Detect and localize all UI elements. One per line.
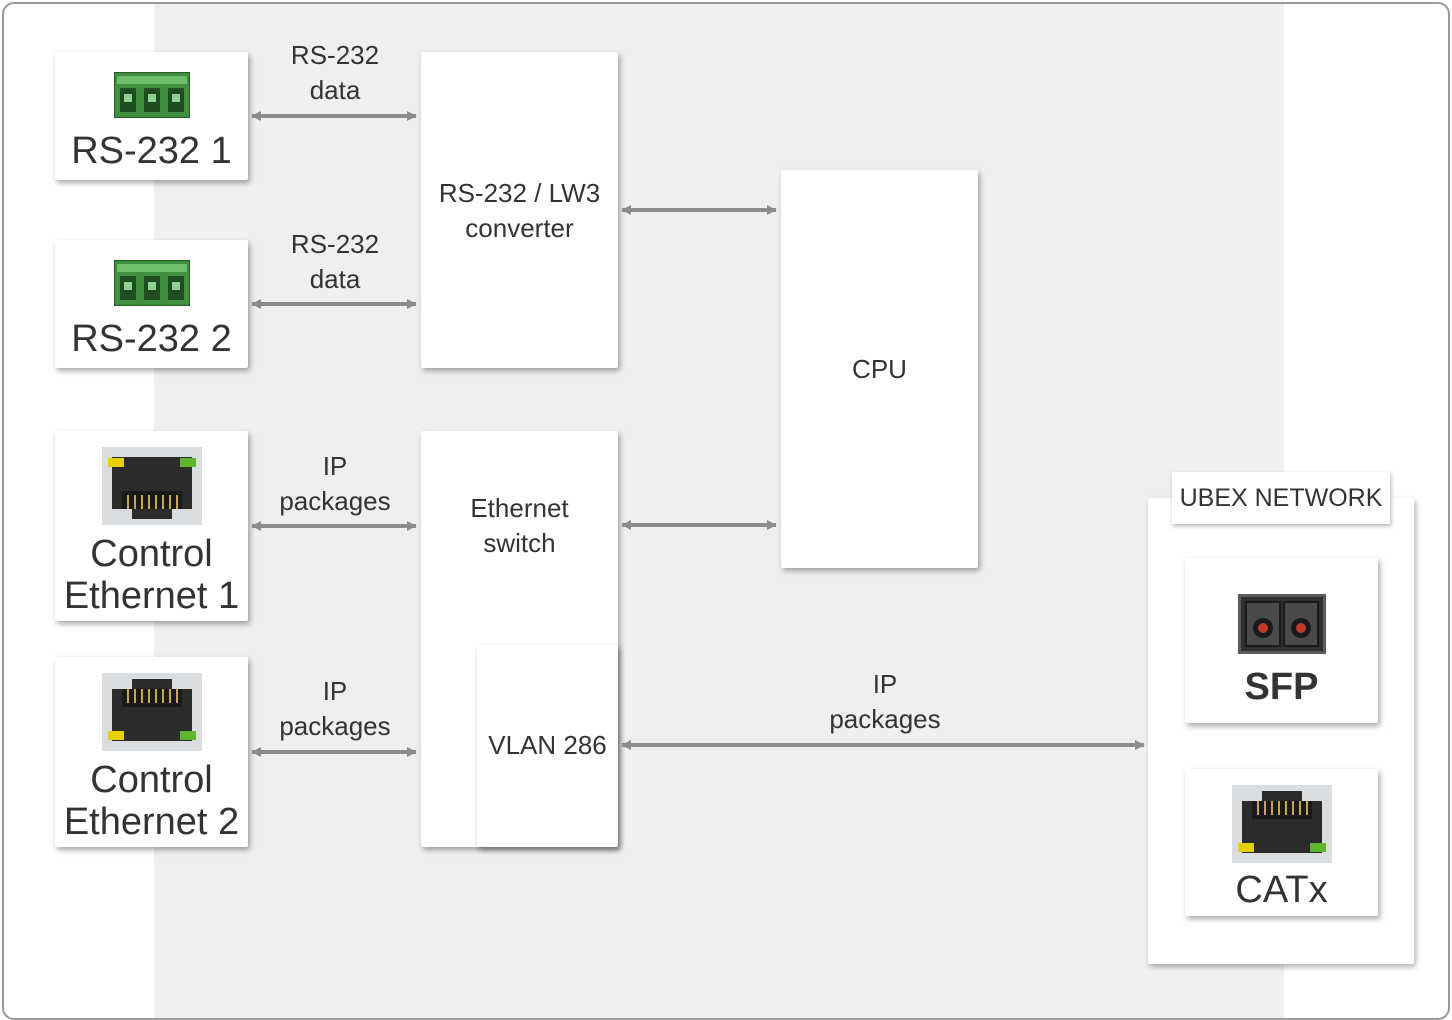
converter-label: RS-232 / LW3 converter bbox=[438, 178, 601, 243]
control-ethernet-1-line2: Ethernet 1 bbox=[63, 575, 240, 617]
device-panel bbox=[154, 4, 1284, 1018]
ip-packages-label-ubex: IP packages bbox=[829, 669, 941, 734]
rs232-1-port: RS-232 1 bbox=[55, 52, 248, 180]
sfp-port: SFP bbox=[1185, 558, 1378, 723]
vlan-label: VLAN 286 bbox=[488, 730, 607, 760]
rj45-icon bbox=[102, 447, 202, 525]
control-ethernet-2-line2: Ethernet 2 bbox=[63, 801, 240, 843]
cpu-block: CPU bbox=[781, 170, 978, 568]
rs232-data-label-1: RS-232 data bbox=[290, 40, 380, 105]
cpu-label: CPU bbox=[852, 354, 907, 384]
rs232-2-port: RS-232 2 bbox=[55, 240, 248, 368]
ip-packages-label-1: IP packages bbox=[279, 451, 391, 516]
ip-packages-label-2: IP packages bbox=[279, 676, 391, 741]
rs232-2-label: RS-232 2 bbox=[71, 318, 232, 360]
rs232-lw3-converter-block: RS-232 / LW3 converter bbox=[421, 52, 618, 368]
rs232-data-label-2: RS-232 data bbox=[290, 229, 380, 294]
sfp-label: SFP bbox=[1244, 666, 1319, 708]
catx-port: CATx bbox=[1185, 769, 1378, 916]
switch-label: Ethernet switch bbox=[470, 493, 569, 558]
rj45-icon bbox=[1232, 785, 1332, 863]
control-ethernet-1-line1: Control bbox=[90, 533, 213, 575]
control-ethernet-2-line1: Control bbox=[90, 759, 213, 801]
rj45-icon bbox=[102, 673, 202, 751]
catx-label: CATx bbox=[1235, 869, 1328, 911]
terminal-block-icon bbox=[114, 72, 190, 118]
vlan-286-block: VLAN 286 bbox=[477, 645, 618, 847]
terminal-block-icon bbox=[114, 260, 190, 306]
sfp-connector-icon bbox=[1238, 594, 1326, 654]
control-ethernet-2-port: Control Ethernet 2 bbox=[55, 657, 248, 847]
control-ethernet-1-port: Control Ethernet 1 bbox=[55, 431, 248, 621]
rs232-1-label: RS-232 1 bbox=[71, 130, 232, 172]
ubex-network-title: UBEX NETWORK bbox=[1172, 472, 1390, 524]
